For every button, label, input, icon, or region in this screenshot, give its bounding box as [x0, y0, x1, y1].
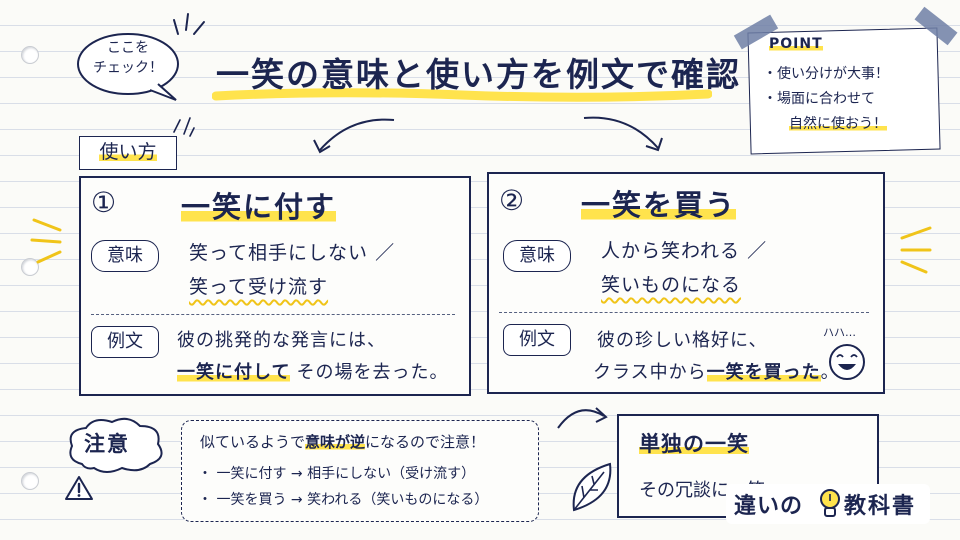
logo: 違いの 教科書	[726, 484, 930, 524]
sparkle-lines-icon	[900, 226, 932, 274]
laughing-face-icon	[829, 344, 865, 380]
card-ichisho-wo-kau: ② 一笑を買う 意味 人から笑われる ／ 笑いものになる 例文 彼の珍しい格好に…	[487, 172, 885, 394]
lightbulb-icon	[820, 489, 840, 517]
emphasis-lines-icon	[173, 117, 195, 137]
card2-example-label: 例文	[503, 324, 571, 356]
arrow-right-icon	[583, 116, 663, 152]
card1-heading: 一笑に付す	[181, 184, 337, 226]
caution-note-post: になるので注意！	[365, 433, 486, 451]
single-heading-text: 単独の一笑	[639, 432, 749, 456]
caution-note-headline: 似ているようで意味が逆になるので注意！	[200, 431, 485, 452]
leaf-icon	[572, 462, 612, 512]
card1-example-highlight: 一笑に付して	[177, 362, 291, 383]
binder-hole	[21, 472, 39, 490]
card1-example-label-text: 例文	[107, 331, 143, 352]
emphasis-lines-icon	[173, 13, 205, 35]
card1-example-rest: その場を去った。	[296, 362, 449, 383]
binder-hole	[21, 46, 39, 64]
point-lines: ・使い分けが大事！ ・場面に合わせて 自然に使おう！	[763, 62, 889, 137]
title-area: 一笑の意味と使い方を例文で確認	[212, 44, 739, 104]
title-underline	[212, 88, 712, 102]
card1-meaning-line1: 笑って相手にしない ／	[189, 242, 396, 264]
card1-meaning-line2: 笑って受け流す	[189, 276, 329, 298]
speech-bubble	[77, 33, 179, 101]
usage-tag: 使い方	[79, 136, 177, 170]
card1-heading-text: 一笑に付す	[181, 190, 337, 224]
card2-meaning-label: 意味	[503, 240, 571, 272]
card1-meaning-label: 意味	[91, 240, 159, 272]
caution-bullet2: ・ 一笑を買う → 笑われる（笑いものになる）	[198, 492, 489, 508]
card2-heading-text: 一笑を買う	[581, 188, 737, 222]
card2-example-pre: クラス中から	[593, 362, 707, 383]
curved-arrow-icon	[557, 407, 608, 429]
card2-heading: 一笑を買う	[581, 182, 737, 224]
caution-bullet1: ・ 一笑に付す → 相手にしない（受け流す）	[198, 466, 476, 482]
card2-example-highlight: 一笑を買った	[706, 362, 821, 383]
logo-text-right: 教科書	[844, 494, 917, 519]
card2-number: ②	[499, 184, 525, 217]
card1-example-line2: 一笑に付してその場を去った。	[177, 358, 448, 384]
caution-note: 似ているようで意味が逆になるので注意！ ・ 一笑に付す → 相手にしない（受け流…	[181, 420, 539, 522]
divider	[91, 314, 455, 315]
card-ichisho-ni-fusu: ① 一笑に付す 意味 笑って相手にしない ／ 笑って受け流す 例文 彼の挑発的な…	[79, 176, 471, 396]
caution-cloud	[69, 417, 163, 473]
sparkle-lines-icon	[30, 218, 62, 264]
caution-label: 注意	[84, 432, 130, 456]
point-label-text: POINT	[769, 36, 823, 52]
usage-tag-text: 使い方	[99, 141, 157, 163]
speech-bubble-text: ここを チェック！	[80, 38, 176, 78]
card2-meaning-line2: 笑いものになる	[601, 274, 742, 296]
arrow-left-icon	[313, 118, 395, 154]
card2-example-label-text: 例文	[519, 329, 555, 350]
page-title: 一笑の意味と使い方を例文で確認	[216, 55, 741, 94]
single-heading: 単独の一笑	[639, 428, 749, 458]
card1-example-line1: 彼の挑発的な発言には、	[177, 330, 386, 351]
bubble-line1: ここを	[107, 40, 149, 56]
caution-note-highlight: 意味が逆	[305, 433, 366, 451]
card2-example-line1: 彼の珍しい格好に、	[597, 330, 768, 351]
card1-meaning-label-text: 意味	[107, 245, 143, 266]
point-line1: ・使い分けが大事！	[763, 66, 889, 82]
card1-number: ①	[91, 186, 117, 219]
point-label: POINT	[769, 36, 823, 52]
bubble-line2: チェック！	[93, 60, 163, 76]
card2-example-line2: クラス中から一笑を買った。	[593, 358, 840, 384]
point-note: POINT ・使い分けが大事！ ・場面に合わせて 自然に使おう！	[733, 6, 958, 155]
caution-note-pre: 似ているようで	[200, 433, 306, 451]
card2-meaning-label-text: 意味	[519, 245, 555, 266]
card1-example-label: 例文	[91, 326, 159, 358]
divider	[499, 312, 869, 313]
laugh-text: ハハ…	[823, 326, 856, 339]
warning-icon	[65, 476, 93, 500]
binder-hole	[21, 258, 39, 276]
card2-meaning-line1: 人から笑われる ／	[601, 240, 768, 262]
point-line2: ・場面に合わせて	[763, 91, 875, 107]
logo-text-left: 違いの	[734, 494, 804, 519]
point-line3: 自然に使おう！	[789, 116, 887, 132]
